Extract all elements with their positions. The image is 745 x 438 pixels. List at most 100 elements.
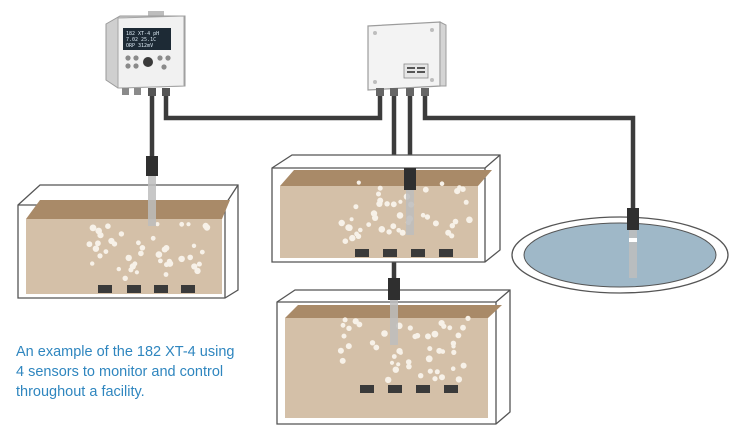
bubble xyxy=(460,186,466,192)
bubble xyxy=(390,201,397,208)
bubble xyxy=(391,354,397,359)
bubble xyxy=(163,245,170,251)
bubble xyxy=(166,258,173,265)
svg-text:ORP 312mV: ORP 312mV xyxy=(126,43,153,49)
bubble xyxy=(449,223,455,229)
bubble xyxy=(425,355,433,363)
bubble xyxy=(178,256,183,261)
bubble xyxy=(345,224,352,231)
bubble xyxy=(191,263,198,270)
bubble xyxy=(460,362,467,369)
bubble xyxy=(377,185,383,191)
bubble xyxy=(452,218,459,225)
tank-middle xyxy=(271,154,501,263)
tank-bottom xyxy=(276,278,511,425)
bubble xyxy=(455,332,462,339)
bubble xyxy=(132,261,138,267)
bubble xyxy=(199,249,205,255)
bubble xyxy=(128,267,134,273)
bubble xyxy=(342,317,348,323)
bubble xyxy=(450,366,456,372)
bubble xyxy=(427,368,433,374)
bubble xyxy=(349,234,356,242)
bubble xyxy=(139,245,146,251)
bubble xyxy=(439,374,445,381)
bubble xyxy=(138,250,144,257)
bubble xyxy=(407,325,413,331)
aeration-diffuser-icon xyxy=(355,249,453,257)
bubble xyxy=(341,333,347,339)
bubble xyxy=(97,253,103,259)
bubble xyxy=(369,340,376,346)
bubble xyxy=(414,332,421,339)
bubble xyxy=(90,261,95,266)
bubble xyxy=(346,325,352,331)
bubble xyxy=(390,223,397,230)
pond xyxy=(511,208,729,294)
bubble xyxy=(454,188,461,195)
bubble xyxy=(345,343,352,350)
bubble xyxy=(196,261,202,267)
svg-text:7.02 25.1C: 7.02 25.1C xyxy=(126,37,156,43)
bubble xyxy=(155,222,160,227)
sensor-probe-icon xyxy=(627,208,639,278)
bubble xyxy=(179,221,185,227)
bubble xyxy=(105,223,111,229)
bubble xyxy=(449,233,455,239)
bubble xyxy=(389,360,395,365)
bubble xyxy=(455,376,463,383)
bubble xyxy=(396,362,401,367)
caption-line-2: 4 sensors to monitor and control xyxy=(16,364,224,380)
tank-left xyxy=(17,156,239,299)
caption-line-1: An example of the 182 XT-4 using xyxy=(16,344,235,360)
bubble xyxy=(405,359,412,365)
bubble xyxy=(396,212,404,219)
bubble xyxy=(438,320,445,327)
bubble xyxy=(340,322,346,328)
junction-box-icon xyxy=(367,21,447,96)
bubble xyxy=(431,330,439,338)
aeration-bubbles xyxy=(337,315,471,384)
bubble xyxy=(386,229,392,235)
bubble xyxy=(92,245,100,252)
bubble xyxy=(424,214,431,220)
bubble xyxy=(425,333,431,340)
bubble xyxy=(89,224,97,232)
bubble xyxy=(95,240,101,247)
bubble xyxy=(420,212,426,218)
bubble xyxy=(136,240,141,246)
bubble xyxy=(463,199,469,205)
aeration-bubbles xyxy=(86,221,211,281)
bubble xyxy=(202,222,209,229)
sensor-probe-icon xyxy=(146,156,158,226)
bubble xyxy=(194,267,201,275)
bubble xyxy=(358,227,363,233)
bubble xyxy=(381,330,388,337)
bubble xyxy=(451,349,457,355)
bubble xyxy=(111,241,118,247)
bubble xyxy=(396,228,402,233)
bubble xyxy=(432,376,438,382)
bubble xyxy=(366,222,372,228)
bubble xyxy=(460,324,466,331)
bubble xyxy=(406,363,412,370)
bubble xyxy=(116,266,122,272)
bubble xyxy=(399,229,406,236)
bubble xyxy=(191,243,197,248)
bubble xyxy=(186,222,191,227)
bubble xyxy=(436,347,443,354)
bubble xyxy=(122,275,128,281)
bubble xyxy=(396,348,403,355)
bubble xyxy=(125,254,132,262)
bubble xyxy=(418,373,424,379)
bubble xyxy=(352,318,359,325)
bubble xyxy=(439,181,445,186)
bubble xyxy=(356,180,361,185)
bubble xyxy=(392,366,399,373)
bubble xyxy=(384,201,390,207)
bubble xyxy=(465,315,471,321)
bubble xyxy=(376,191,381,197)
bubble xyxy=(370,210,378,217)
aeration-diffuser-icon xyxy=(98,285,195,293)
